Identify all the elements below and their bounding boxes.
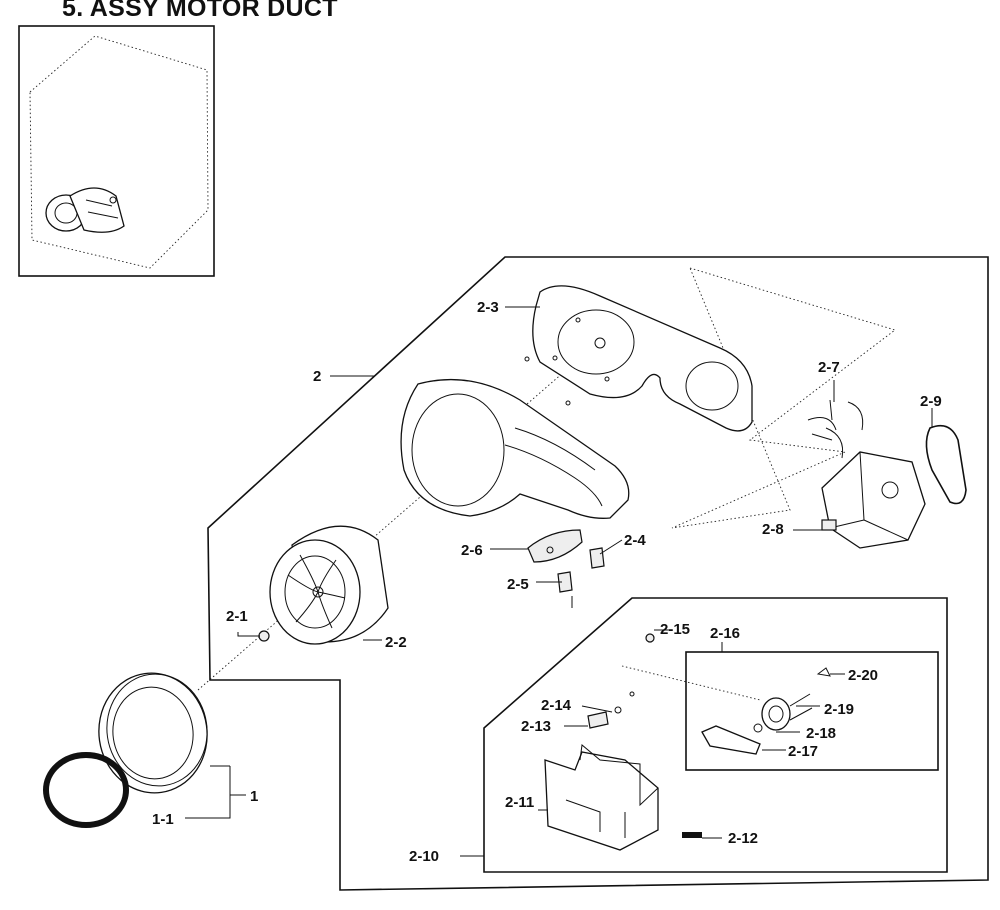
part-2-12-spring	[682, 832, 702, 838]
callout-2: 2	[313, 368, 321, 385]
part-2-4-clip	[589, 547, 605, 569]
callout-2-6: 2-6	[461, 542, 483, 559]
callout-2-20: 2-20	[848, 667, 878, 684]
part-duct-housing	[400, 378, 630, 519]
callout-2-15: 2-15	[660, 621, 690, 638]
part-motor-mount-bracket	[544, 744, 659, 851]
callout-2-7: 2-7	[818, 359, 840, 376]
assembly-2-outline	[207, 256, 989, 891]
overview-motor-duct	[45, 187, 125, 233]
callout-2-8: 2-8	[762, 521, 784, 538]
assembly-2-16-outline	[685, 651, 939, 771]
page-title: 5. ASSY MOTOR DUCT	[62, 0, 338, 22]
callout-2-12: 2-12	[728, 830, 758, 847]
callout-2-16: 2-16	[710, 625, 740, 642]
part-2-13-2-14-hardware	[587, 691, 635, 729]
part-motor	[821, 451, 926, 549]
part-fan-wheel	[269, 525, 389, 645]
part-2-1-nut	[258, 630, 270, 642]
part-front-duct	[98, 672, 208, 794]
part-idler-arm	[701, 725, 761, 755]
part-2-5-sensor	[557, 571, 573, 608]
overview-inset	[18, 25, 215, 277]
callout-2-5: 2-5	[507, 576, 529, 593]
callout-2-1: 2-1	[226, 608, 248, 625]
part-motor-clamps	[807, 399, 864, 459]
assembly-2-10-outline	[483, 597, 948, 873]
callout-1-1: 1-1	[152, 811, 174, 828]
callout-2-13: 2-13	[521, 718, 551, 735]
callout-2-3: 2-3	[477, 299, 499, 316]
part-2-15-screw	[645, 633, 655, 643]
motor-region-boundary	[671, 267, 896, 529]
leader-lines	[185, 306, 933, 857]
callout-2-18: 2-18	[806, 725, 836, 742]
part-drive-belt	[925, 424, 967, 505]
callout-2-4: 2-4	[624, 532, 646, 549]
callout-2-9: 2-9	[920, 393, 942, 410]
callout-2-2: 2-2	[385, 634, 407, 651]
callout-1: 1	[250, 788, 258, 805]
callout-2-17: 2-17	[788, 743, 818, 760]
part-2-6-bracket	[527, 529, 583, 563]
callout-2-19: 2-19	[824, 701, 854, 718]
callout-labels: 1 1-1 2 2-1 2-2 2-3 2-4 2-5 2-6 2-7 2-9 …	[152, 299, 942, 865]
callout-2-14: 2-14	[541, 697, 572, 714]
callout-2-10: 2-10	[409, 848, 439, 865]
part-duct-cover	[524, 285, 753, 432]
axis-line-bracket	[621, 665, 761, 701]
callout-2-11: 2-11	[505, 794, 534, 811]
part-idler-pulley	[753, 667, 831, 733]
part-gasket-ring	[43, 752, 129, 828]
